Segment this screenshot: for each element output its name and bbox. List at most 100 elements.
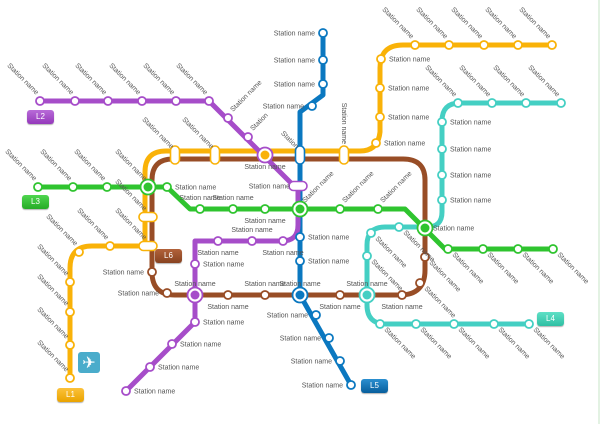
station-l4-5[interactable]	[437, 144, 447, 154]
station-l3-10[interactable]	[373, 204, 383, 214]
station-marker[interactable]	[228, 204, 238, 214]
station-marker[interactable]	[278, 236, 288, 246]
station-marker[interactable]	[65, 373, 75, 383]
station-marker[interactable]	[453, 98, 463, 108]
station-l3-13[interactable]	[478, 244, 488, 254]
station-l3-8[interactable]	[291, 200, 309, 218]
station-marker[interactable]	[479, 40, 489, 50]
station-l2-1[interactable]	[70, 96, 80, 106]
station-marker[interactable]	[521, 98, 531, 108]
station-marker[interactable]	[260, 290, 270, 300]
station-marker[interactable]	[204, 96, 214, 106]
station-l2-11[interactable]	[247, 236, 257, 246]
station-l2-9[interactable]	[288, 180, 308, 192]
station-marker[interactable]	[102, 182, 112, 192]
station-l4-13[interactable]	[411, 319, 421, 329]
station-marker[interactable]	[487, 98, 497, 108]
transfer-capsule[interactable]	[288, 180, 308, 192]
station-l6-1[interactable]	[162, 288, 172, 298]
station-marker[interactable]	[548, 244, 558, 254]
station-l2-8[interactable]	[256, 146, 274, 164]
station-l1-2[interactable]	[65, 307, 75, 317]
station-l1-12[interactable]	[375, 112, 385, 122]
station-l2-2[interactable]	[103, 96, 113, 106]
station-marker[interactable]	[121, 386, 131, 396]
station-l4-6[interactable]	[437, 170, 447, 180]
station-marker[interactable]	[318, 79, 328, 89]
station-l4-8[interactable]	[394, 222, 404, 232]
station-l1-3[interactable]	[65, 277, 75, 287]
station-marker[interactable]	[437, 195, 447, 205]
station-marker[interactable]	[366, 228, 376, 238]
station-marker[interactable]	[318, 55, 328, 65]
station-l5-10[interactable]	[335, 356, 345, 366]
station-l5-7[interactable]	[291, 286, 309, 304]
station-l1-8[interactable]	[169, 145, 181, 165]
station-marker[interactable]	[137, 96, 147, 106]
station-l4-14[interactable]	[449, 319, 459, 329]
transfer-capsule[interactable]	[138, 211, 158, 223]
station-l4-0[interactable]	[556, 98, 566, 108]
station-l5-1[interactable]	[318, 55, 328, 65]
station-marker[interactable]	[375, 319, 385, 329]
line-badge-l3[interactable]: L3	[22, 195, 49, 209]
transfer-capsule[interactable]	[338, 145, 350, 165]
station-l4-10[interactable]	[362, 251, 372, 261]
station-l4-7[interactable]	[437, 195, 447, 205]
station-marker[interactable]	[443, 244, 453, 254]
station-marker[interactable]	[74, 247, 84, 257]
transfer-capsule[interactable]	[294, 145, 306, 165]
station-marker[interactable]	[260, 204, 270, 214]
station-marker[interactable]	[295, 256, 305, 266]
station-marker[interactable]	[478, 244, 488, 254]
line-badge-l2[interactable]: L2	[27, 110, 54, 124]
station-marker[interactable]	[162, 288, 172, 298]
station-l6-7[interactable]	[420, 252, 430, 262]
station-l1-4[interactable]	[74, 247, 84, 257]
station-l5-4[interactable]	[294, 145, 306, 165]
station-l1-0[interactable]	[65, 373, 75, 383]
station-l1-1[interactable]	[65, 340, 75, 350]
station-l4-15[interactable]	[489, 319, 499, 329]
station-l3-11[interactable]	[416, 219, 434, 237]
station-l5-5[interactable]	[295, 232, 305, 242]
station-l3-3[interactable]	[139, 178, 157, 196]
station-l3-6[interactable]	[228, 204, 238, 214]
station-l2-15[interactable]	[190, 317, 200, 327]
station-marker[interactable]	[105, 241, 115, 251]
station-l3-2[interactable]	[102, 182, 112, 192]
station-marker[interactable]	[513, 40, 523, 50]
station-marker[interactable]	[415, 278, 425, 288]
station-marker[interactable]	[513, 244, 523, 254]
station-l1-9[interactable]	[209, 145, 221, 165]
station-marker[interactable]	[243, 132, 253, 142]
station-marker[interactable]	[190, 317, 200, 327]
transfer-capsule[interactable]	[209, 145, 221, 165]
station-marker[interactable]	[489, 319, 499, 329]
station-marker[interactable]	[394, 222, 404, 232]
station-l3-1[interactable]	[68, 182, 78, 192]
station-marker[interactable]	[335, 356, 345, 366]
station-marker[interactable]	[437, 117, 447, 127]
station-l3-7[interactable]	[260, 204, 270, 214]
station-l1-5[interactable]	[105, 241, 115, 251]
station-marker[interactable]	[324, 333, 334, 343]
station-l4-2[interactable]	[487, 98, 497, 108]
station-marker[interactable]	[335, 204, 345, 214]
station-l2-4[interactable]	[171, 96, 181, 106]
station-marker[interactable]	[213, 236, 223, 246]
station-marker[interactable]	[375, 112, 385, 122]
station-l5-3[interactable]	[307, 101, 317, 111]
station-marker[interactable]	[247, 236, 257, 246]
station-l2-14[interactable]	[186, 286, 204, 304]
station-l6-2[interactable]	[223, 290, 233, 300]
station-marker[interactable]	[373, 204, 383, 214]
station-l4-4[interactable]	[437, 117, 447, 127]
station-marker[interactable]	[65, 307, 75, 317]
station-l4-9[interactable]	[366, 228, 376, 238]
station-marker[interactable]	[437, 144, 447, 154]
station-marker[interactable]	[145, 362, 155, 372]
station-l6-0[interactable]	[147, 267, 157, 277]
station-marker[interactable]	[33, 182, 43, 192]
station-l3-12[interactable]	[443, 244, 453, 254]
